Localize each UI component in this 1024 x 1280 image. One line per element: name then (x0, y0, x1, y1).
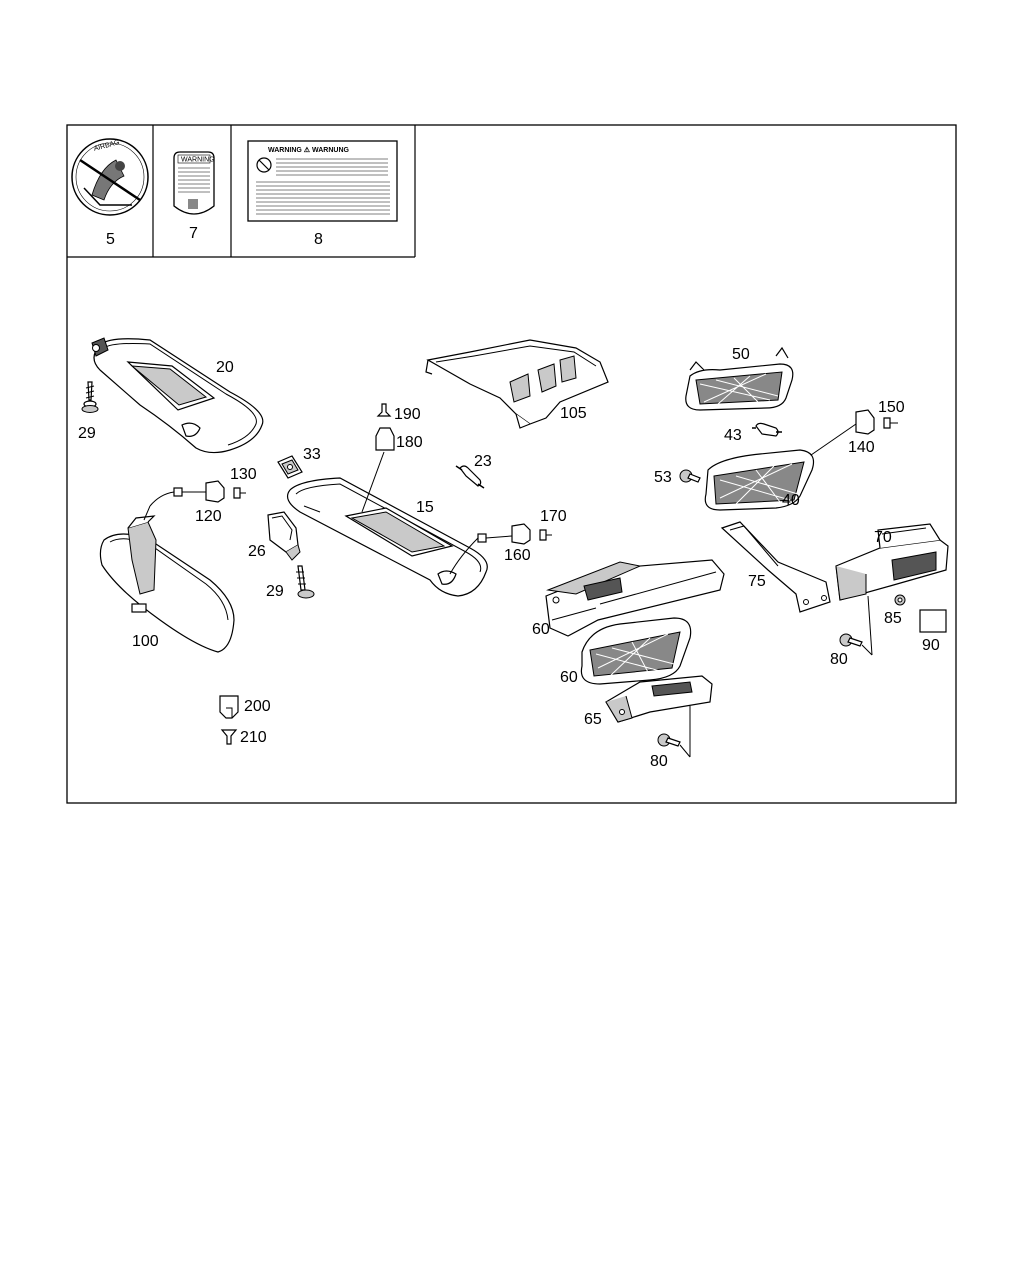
trim-60-upper (545, 559, 725, 637)
sun-visor-right (287, 451, 488, 597)
callout-90: 90 (922, 637, 940, 654)
sun-visor-left (91, 337, 264, 454)
module-70 (835, 523, 949, 601)
pad-90 (919, 609, 947, 633)
callout-190: 190 (394, 406, 421, 423)
callout-80-upper: 80 (830, 651, 848, 668)
bracket-65 (605, 675, 713, 723)
airbag-sticker-icon: AIRBAG (71, 138, 149, 216)
callout-105: 105 (560, 405, 587, 422)
warning-sign-icon: WARNING ⚠ WARNUNG (247, 140, 398, 222)
callout-50: 50 (732, 346, 750, 363)
grille-60-lower (580, 617, 692, 685)
clip-33 (277, 455, 303, 479)
plug-210 (220, 729, 238, 745)
warning-tag-icon: WARNING (173, 151, 215, 215)
lamp-190 (376, 403, 392, 417)
bracket-26 (267, 511, 301, 561)
callout-33: 33 (303, 446, 321, 463)
callout-65: 65 (584, 711, 602, 728)
callout-60-lower: 60 (560, 669, 578, 686)
bulb-43 (752, 422, 782, 437)
bulb-23 (455, 465, 485, 489)
screw-29-lower (296, 565, 315, 599)
label-number-5: 5 (106, 231, 115, 248)
label-number-8: 8 (314, 231, 323, 248)
callout-120: 120 (195, 508, 222, 525)
callout-80-lower: 80 (650, 753, 668, 770)
callout-43: 43 (724, 427, 742, 444)
callout-100: 100 (132, 633, 159, 650)
console-bracket-105 (425, 339, 609, 429)
label-number-7: 7 (189, 225, 198, 242)
callout-53: 53 (654, 469, 672, 486)
warning-tag-title: WARNING (181, 157, 215, 164)
callout-170: 170 (540, 508, 567, 525)
screw-29-upper (81, 381, 99, 413)
callout-200: 200 (244, 698, 271, 715)
callout-29-lower: 29 (266, 583, 284, 600)
callout-210: 210 (240, 729, 267, 746)
callout-70: 70 (874, 529, 892, 546)
callout-40: 40 (782, 492, 800, 509)
callout-180: 180 (396, 434, 423, 451)
rear-view-mirror-100 (99, 491, 235, 653)
callout-150: 150 (878, 399, 905, 416)
grille-40 (704, 449, 815, 511)
screw-80-lower (657, 706, 691, 758)
nut-85 (894, 594, 906, 606)
diagram-frame (66, 124, 957, 804)
screw-80-upper (839, 595, 873, 656)
screw-53 (679, 469, 701, 483)
housing-180 (375, 427, 395, 451)
cover-200 (219, 695, 239, 719)
callout-26: 26 (248, 543, 266, 560)
callout-130: 130 (230, 466, 257, 483)
callout-29-upper: 29 (78, 425, 96, 442)
callout-60-upper: 60 (532, 621, 550, 638)
callout-160: 160 (504, 547, 531, 564)
callout-85: 85 (884, 610, 902, 627)
bracket-75 (720, 521, 831, 613)
callout-75: 75 (748, 573, 766, 590)
callout-140: 140 (848, 439, 875, 456)
connector-160 (449, 523, 552, 575)
callout-23: 23 (474, 453, 492, 470)
callout-15: 15 (416, 499, 434, 516)
warning-sign-header: WARNING ⚠ WARNUNG (268, 146, 349, 154)
grille-50 (685, 346, 794, 411)
callout-20: 20 (216, 359, 234, 376)
connector-120 (173, 480, 246, 503)
